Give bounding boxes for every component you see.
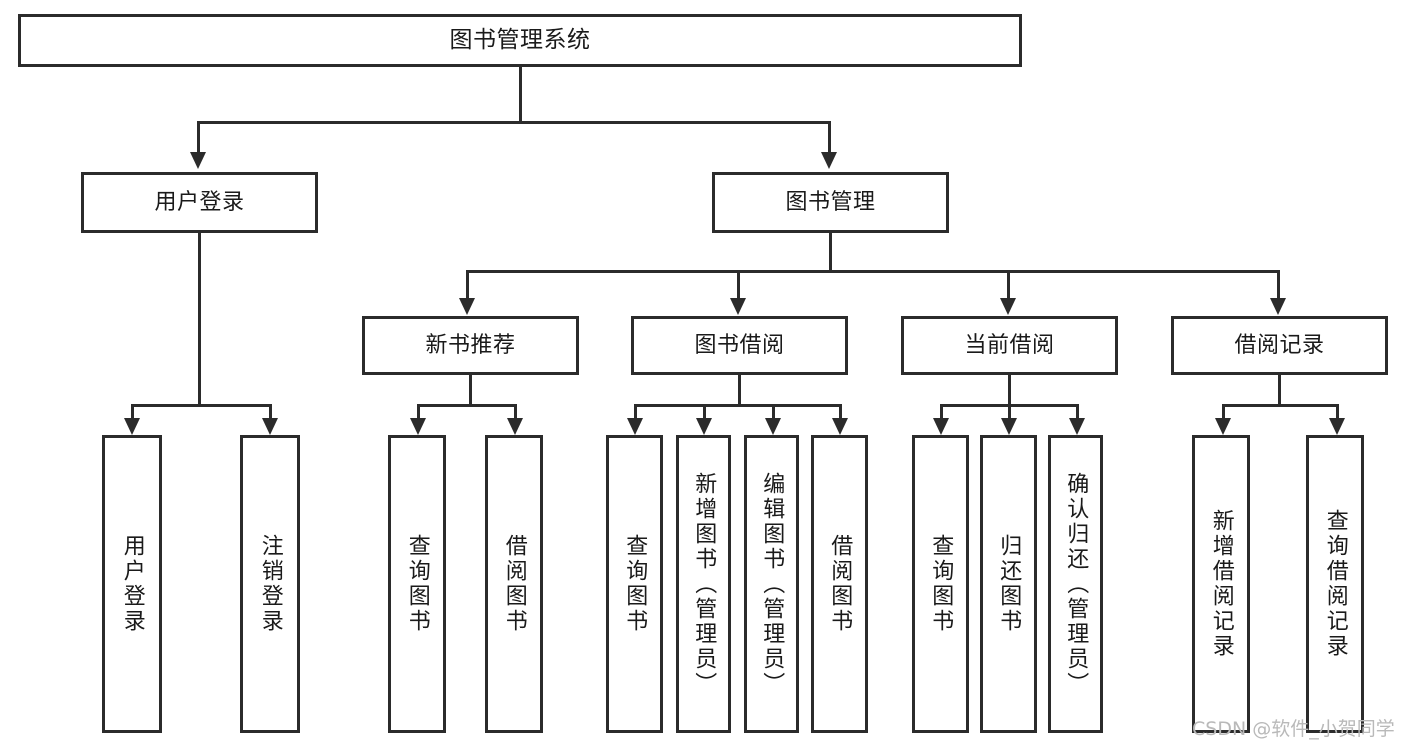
node-current-borrow[interactable]: 当前借阅 xyxy=(901,316,1118,375)
edge-record-bus xyxy=(1222,404,1339,407)
leaf-add-book-admin[interactable]: 新增图书（管理员） xyxy=(676,435,731,733)
edge-bookmgmt-stem xyxy=(829,233,832,271)
arrow-record-to-leaf1 xyxy=(1215,418,1231,435)
node-user-login[interactable]: 用户登录 xyxy=(81,172,318,233)
edge-borrow-to-leaf3 xyxy=(772,404,775,424)
edge-login-bus xyxy=(131,404,272,407)
edge-borrow-to-leaf2 xyxy=(703,404,706,424)
node-label: 归还图书 xyxy=(996,534,1022,634)
arrow-borrow-to-leaf1 xyxy=(627,418,643,435)
leaf-borrow-book[interactable]: 借阅图书 xyxy=(811,435,868,733)
node-root-system[interactable]: 图书管理系统 xyxy=(18,14,1022,67)
leaf-return-book[interactable]: 归还图书 xyxy=(980,435,1037,733)
arrow-login-to-leaf2 xyxy=(262,418,278,435)
edge-recommend-stem xyxy=(469,375,472,405)
edge-borrow-bus xyxy=(634,404,842,407)
edge-root-bus xyxy=(197,121,830,124)
node-label: 编辑图书（管理员） xyxy=(759,471,785,697)
node-label: 确认归还（管理员） xyxy=(1063,471,1089,697)
edge-recommend-to-leaf2 xyxy=(514,404,517,424)
node-label: 借阅图书 xyxy=(501,534,527,634)
node-label: 新书推荐 xyxy=(425,332,516,358)
node-book-management[interactable]: 图书管理 xyxy=(712,172,949,233)
edge-borrow-to-leaf1 xyxy=(634,404,637,424)
node-label: 查询图书 xyxy=(622,534,648,634)
leaf-query-book-borrow[interactable]: 查询图书 xyxy=(606,435,663,733)
edge-bookmgmt-to-c3 xyxy=(1007,270,1010,302)
node-borrow-record[interactable]: 借阅记录 xyxy=(1171,316,1388,375)
arrow-current-to-leaf1 xyxy=(933,418,949,435)
leaf-add-borrow-record[interactable]: 新增借阅记录 xyxy=(1192,435,1250,733)
node-label: 图书借阅 xyxy=(694,332,785,358)
node-label: 新增图书（管理员） xyxy=(691,471,717,697)
node-label: 用户登录 xyxy=(119,534,145,634)
edge-root-stem xyxy=(519,67,522,122)
leaf-borrow-book-recommend[interactable]: 借阅图书 xyxy=(485,435,543,733)
node-label: 查询借阅记录 xyxy=(1322,509,1348,659)
node-label: 图书管理 xyxy=(785,189,876,215)
arrow-login-to-leaf1 xyxy=(124,418,140,435)
node-label: 借阅图书 xyxy=(827,534,853,634)
arrow-current-to-leaf3 xyxy=(1069,418,1085,435)
edge-current-stem xyxy=(1008,375,1011,405)
edge-bookmgmt-to-c2 xyxy=(737,270,740,302)
leaf-user-login[interactable]: 用户登录 xyxy=(102,435,162,733)
edge-root-to-login xyxy=(197,121,200,153)
arrow-recommend-to-leaf1 xyxy=(410,418,426,435)
arrow-recommend-to-leaf2 xyxy=(507,418,523,435)
arrow-record-to-leaf2 xyxy=(1329,418,1345,435)
edge-login-to-leaf1 xyxy=(131,404,134,424)
edge-current-to-leaf1 xyxy=(940,404,943,424)
edge-recommend-to-leaf1 xyxy=(417,404,420,424)
node-label: 图书管理系统 xyxy=(449,27,591,54)
edge-bookmgmt-to-c4 xyxy=(1277,270,1280,302)
arrow-borrow-to-leaf4 xyxy=(832,418,848,435)
edge-borrow-stem xyxy=(738,375,741,405)
edge-login-stem xyxy=(198,233,201,405)
edge-current-to-leaf3 xyxy=(1076,404,1079,424)
arrow-bookmgmt-to-c2 xyxy=(730,298,746,315)
arrow-borrow-to-leaf2 xyxy=(696,418,712,435)
edge-record-stem xyxy=(1278,375,1281,405)
node-label: 查询图书 xyxy=(404,534,430,634)
arrow-current-to-leaf2 xyxy=(1001,418,1017,435)
arrow-root-to-login xyxy=(190,152,206,169)
node-label: 新增借阅记录 xyxy=(1208,509,1234,659)
edge-record-to-leaf2 xyxy=(1336,404,1339,424)
node-label: 借阅记录 xyxy=(1234,332,1325,358)
arrow-borrow-to-leaf3 xyxy=(765,418,781,435)
node-label: 注销登录 xyxy=(257,534,283,634)
edge-borrow-to-leaf4 xyxy=(839,404,842,424)
edge-root-to-bookmgmt xyxy=(828,121,831,153)
edge-bookmgmt-bus xyxy=(466,270,1280,273)
leaf-confirm-return-admin[interactable]: 确认归还（管理员） xyxy=(1048,435,1103,733)
leaf-query-book-current[interactable]: 查询图书 xyxy=(912,435,969,733)
edge-current-to-leaf2 xyxy=(1008,404,1011,424)
leaf-query-borrow-record[interactable]: 查询借阅记录 xyxy=(1306,435,1364,733)
arrow-root-to-bookmgmt xyxy=(821,152,837,169)
arrow-bookmgmt-to-c3 xyxy=(1000,298,1016,315)
node-book-borrow[interactable]: 图书借阅 xyxy=(631,316,848,375)
leaf-query-book-recommend[interactable]: 查询图书 xyxy=(388,435,446,733)
arrow-bookmgmt-to-c1 xyxy=(459,298,475,315)
edge-bookmgmt-to-c1 xyxy=(466,270,469,302)
leaf-logout[interactable]: 注销登录 xyxy=(240,435,300,733)
leaf-edit-book-admin[interactable]: 编辑图书（管理员） xyxy=(744,435,799,733)
node-label: 用户登录 xyxy=(154,189,245,215)
node-label: 查询图书 xyxy=(928,534,954,634)
edge-record-to-leaf1 xyxy=(1222,404,1225,424)
node-label: 当前借阅 xyxy=(964,332,1055,358)
edge-login-to-leaf2 xyxy=(269,404,272,424)
node-new-book-recommend[interactable]: 新书推荐 xyxy=(362,316,579,375)
edge-recommend-bus xyxy=(417,404,517,407)
arrow-bookmgmt-to-c4 xyxy=(1270,298,1286,315)
